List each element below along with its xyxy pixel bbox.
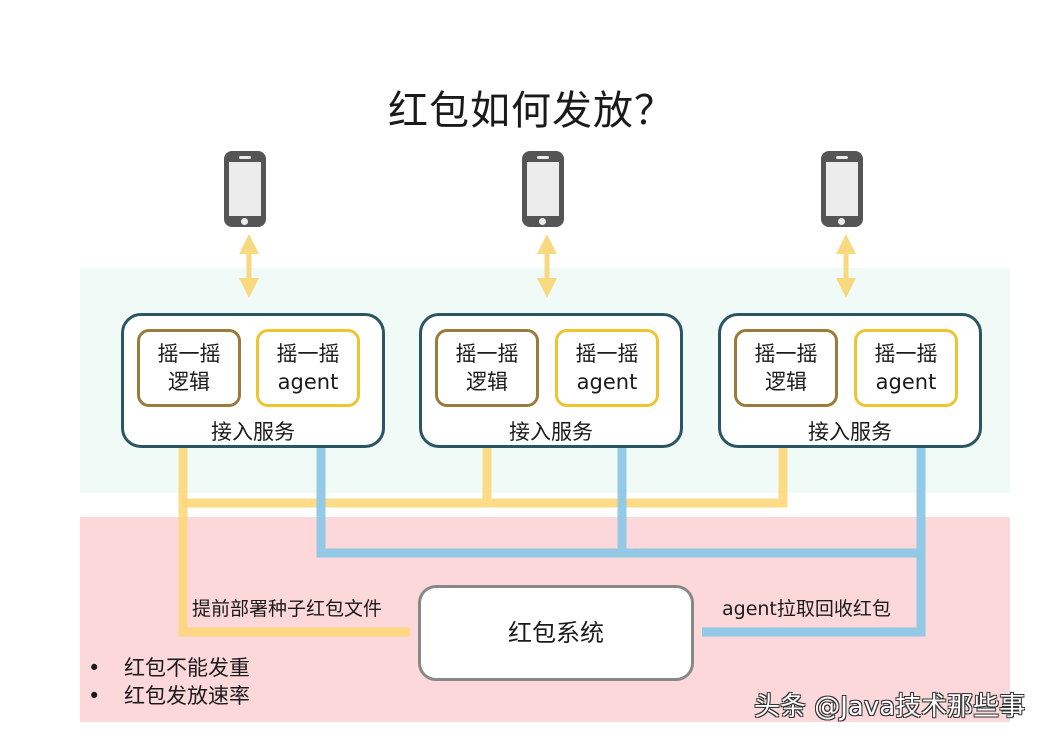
bullet-dot: • bbox=[88, 656, 101, 680]
pull-branch bbox=[316, 428, 921, 558]
logic-line1: 摇一摇 bbox=[455, 342, 519, 366]
pull-edge-label: agent拉取回收红包 bbox=[722, 598, 891, 620]
bullet-text: 红包不能发重 bbox=[124, 656, 250, 680]
shake-logic-box: 摇一摇 逻辑 bbox=[734, 329, 838, 407]
access-service-label: 接入服务 bbox=[509, 420, 593, 444]
agent-line2: agent bbox=[576, 370, 638, 394]
logic-line2: 逻辑 bbox=[765, 370, 807, 394]
shake-agent-box: 摇一摇 agent bbox=[256, 329, 360, 407]
deploy-line bbox=[178, 428, 410, 637]
deploy-edge-label: 提前部署种子红包文件 bbox=[192, 598, 383, 620]
bullet-item: • 红包不能发重 bbox=[88, 654, 250, 682]
pull-line bbox=[702, 428, 926, 637]
phone-icon bbox=[821, 151, 863, 227]
logic-line2: 逻辑 bbox=[466, 370, 508, 394]
shake-logic-box: 摇一摇 逻辑 bbox=[137, 329, 241, 407]
logic-line2: 逻辑 bbox=[168, 370, 210, 394]
bullet-list: • 红包不能发重 • 红包发放速率 bbox=[88, 654, 250, 710]
phone-icon bbox=[224, 151, 266, 227]
access-service-label: 接入服务 bbox=[808, 420, 892, 444]
bullet-text: 红包发放速率 bbox=[124, 684, 250, 708]
shake-logic-box: 摇一摇 逻辑 bbox=[435, 329, 539, 407]
watermark: 头条 @Java技术那些事 bbox=[754, 692, 1026, 722]
red-packet-system-box: 红包系统 bbox=[418, 585, 694, 681]
agent-line2: agent bbox=[875, 370, 937, 394]
shake-agent-box: 摇一摇 agent bbox=[854, 329, 958, 407]
logic-line1: 摇一摇 bbox=[754, 342, 818, 366]
agent-line2: agent bbox=[277, 370, 339, 394]
agent-line1: 摇一摇 bbox=[575, 342, 639, 366]
shake-agent-box: 摇一摇 agent bbox=[555, 329, 659, 407]
phone-icon bbox=[522, 151, 564, 227]
diagram-title: 红包如何发放？ bbox=[388, 88, 675, 134]
bullet-item: • 红包发放速率 bbox=[88, 682, 250, 710]
agent-line1: 摇一摇 bbox=[874, 342, 938, 366]
bullet-dot: • bbox=[88, 684, 101, 708]
agent-line1: 摇一摇 bbox=[276, 342, 340, 366]
access-service-label: 接入服务 bbox=[211, 420, 295, 444]
logic-line1: 摇一摇 bbox=[157, 342, 221, 366]
